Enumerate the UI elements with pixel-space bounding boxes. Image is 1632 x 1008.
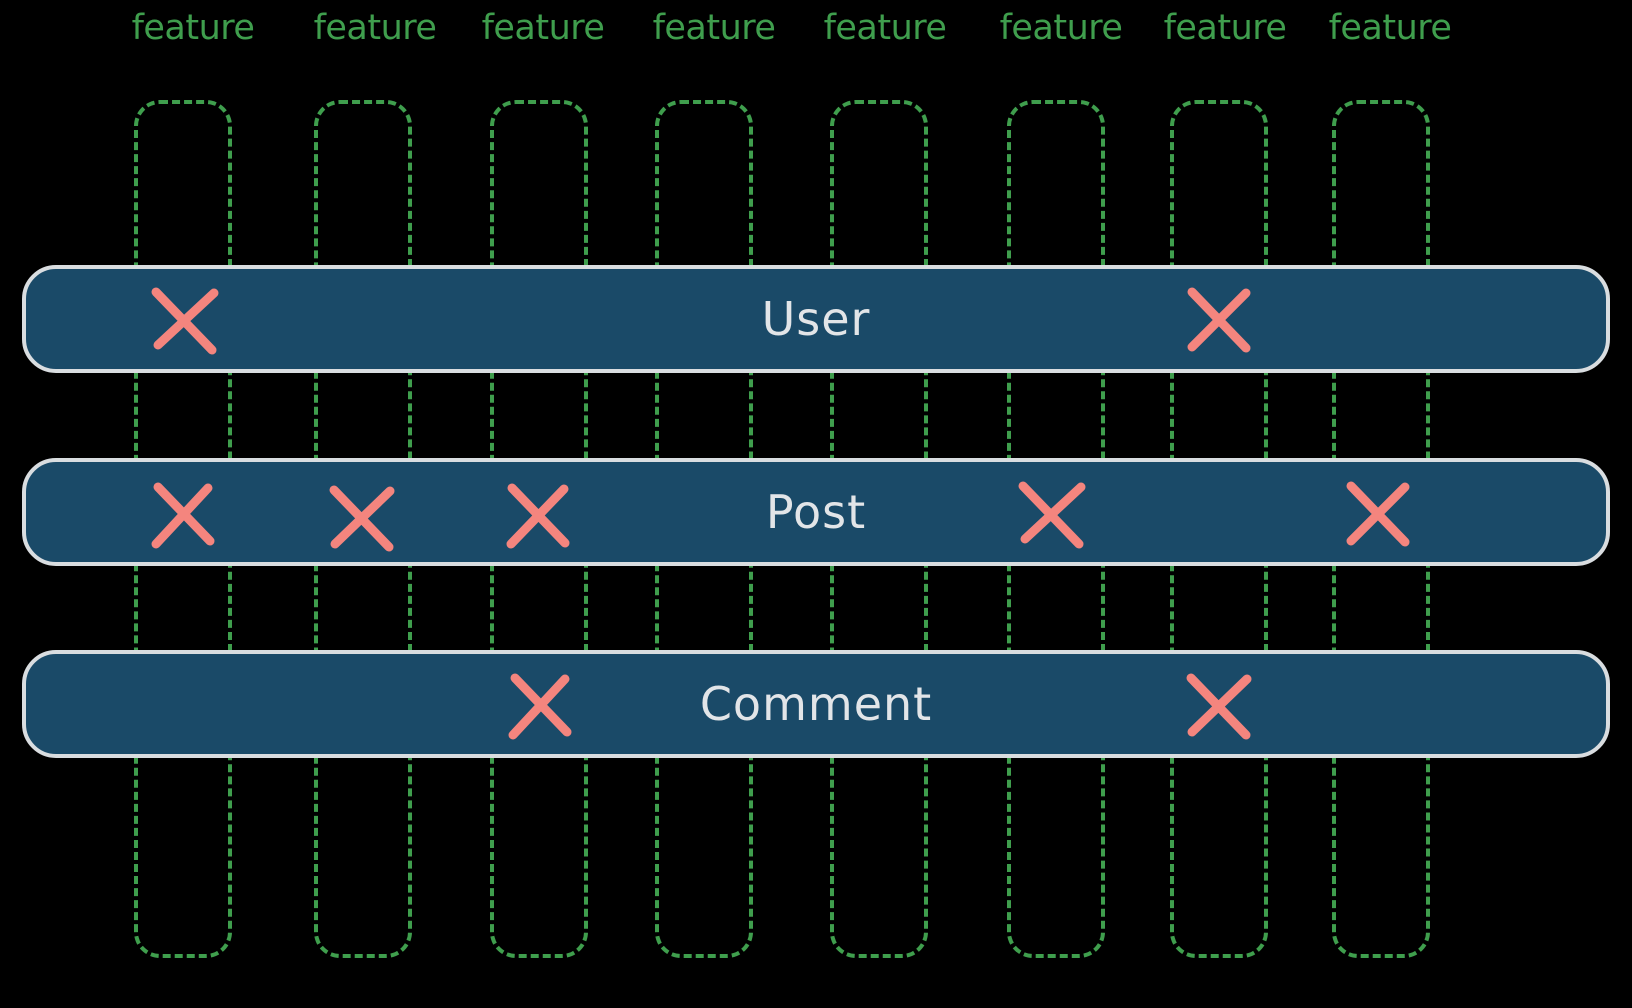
feature-label-2: feature — [313, 8, 437, 48]
entity-bar-label-post: Post — [765, 485, 867, 539]
feature-label-7: feature — [1163, 8, 1287, 48]
feature-label-4: feature — [652, 8, 776, 48]
entity-bar-label-user: User — [761, 292, 871, 346]
entity-bar-label-comment: Comment — [699, 677, 933, 731]
feature-label-1: feature — [131, 8, 255, 48]
feature-label-5: feature — [823, 8, 947, 48]
feature-label-8: feature — [1328, 8, 1452, 48]
feature-label-3: feature — [481, 8, 605, 48]
feature-label-6: feature — [999, 8, 1123, 48]
entity-bar-post[interactable]: Post — [22, 458, 1610, 566]
entity-bar-comment[interactable]: Comment — [22, 650, 1610, 758]
entity-bar-user[interactable]: User — [22, 265, 1610, 373]
